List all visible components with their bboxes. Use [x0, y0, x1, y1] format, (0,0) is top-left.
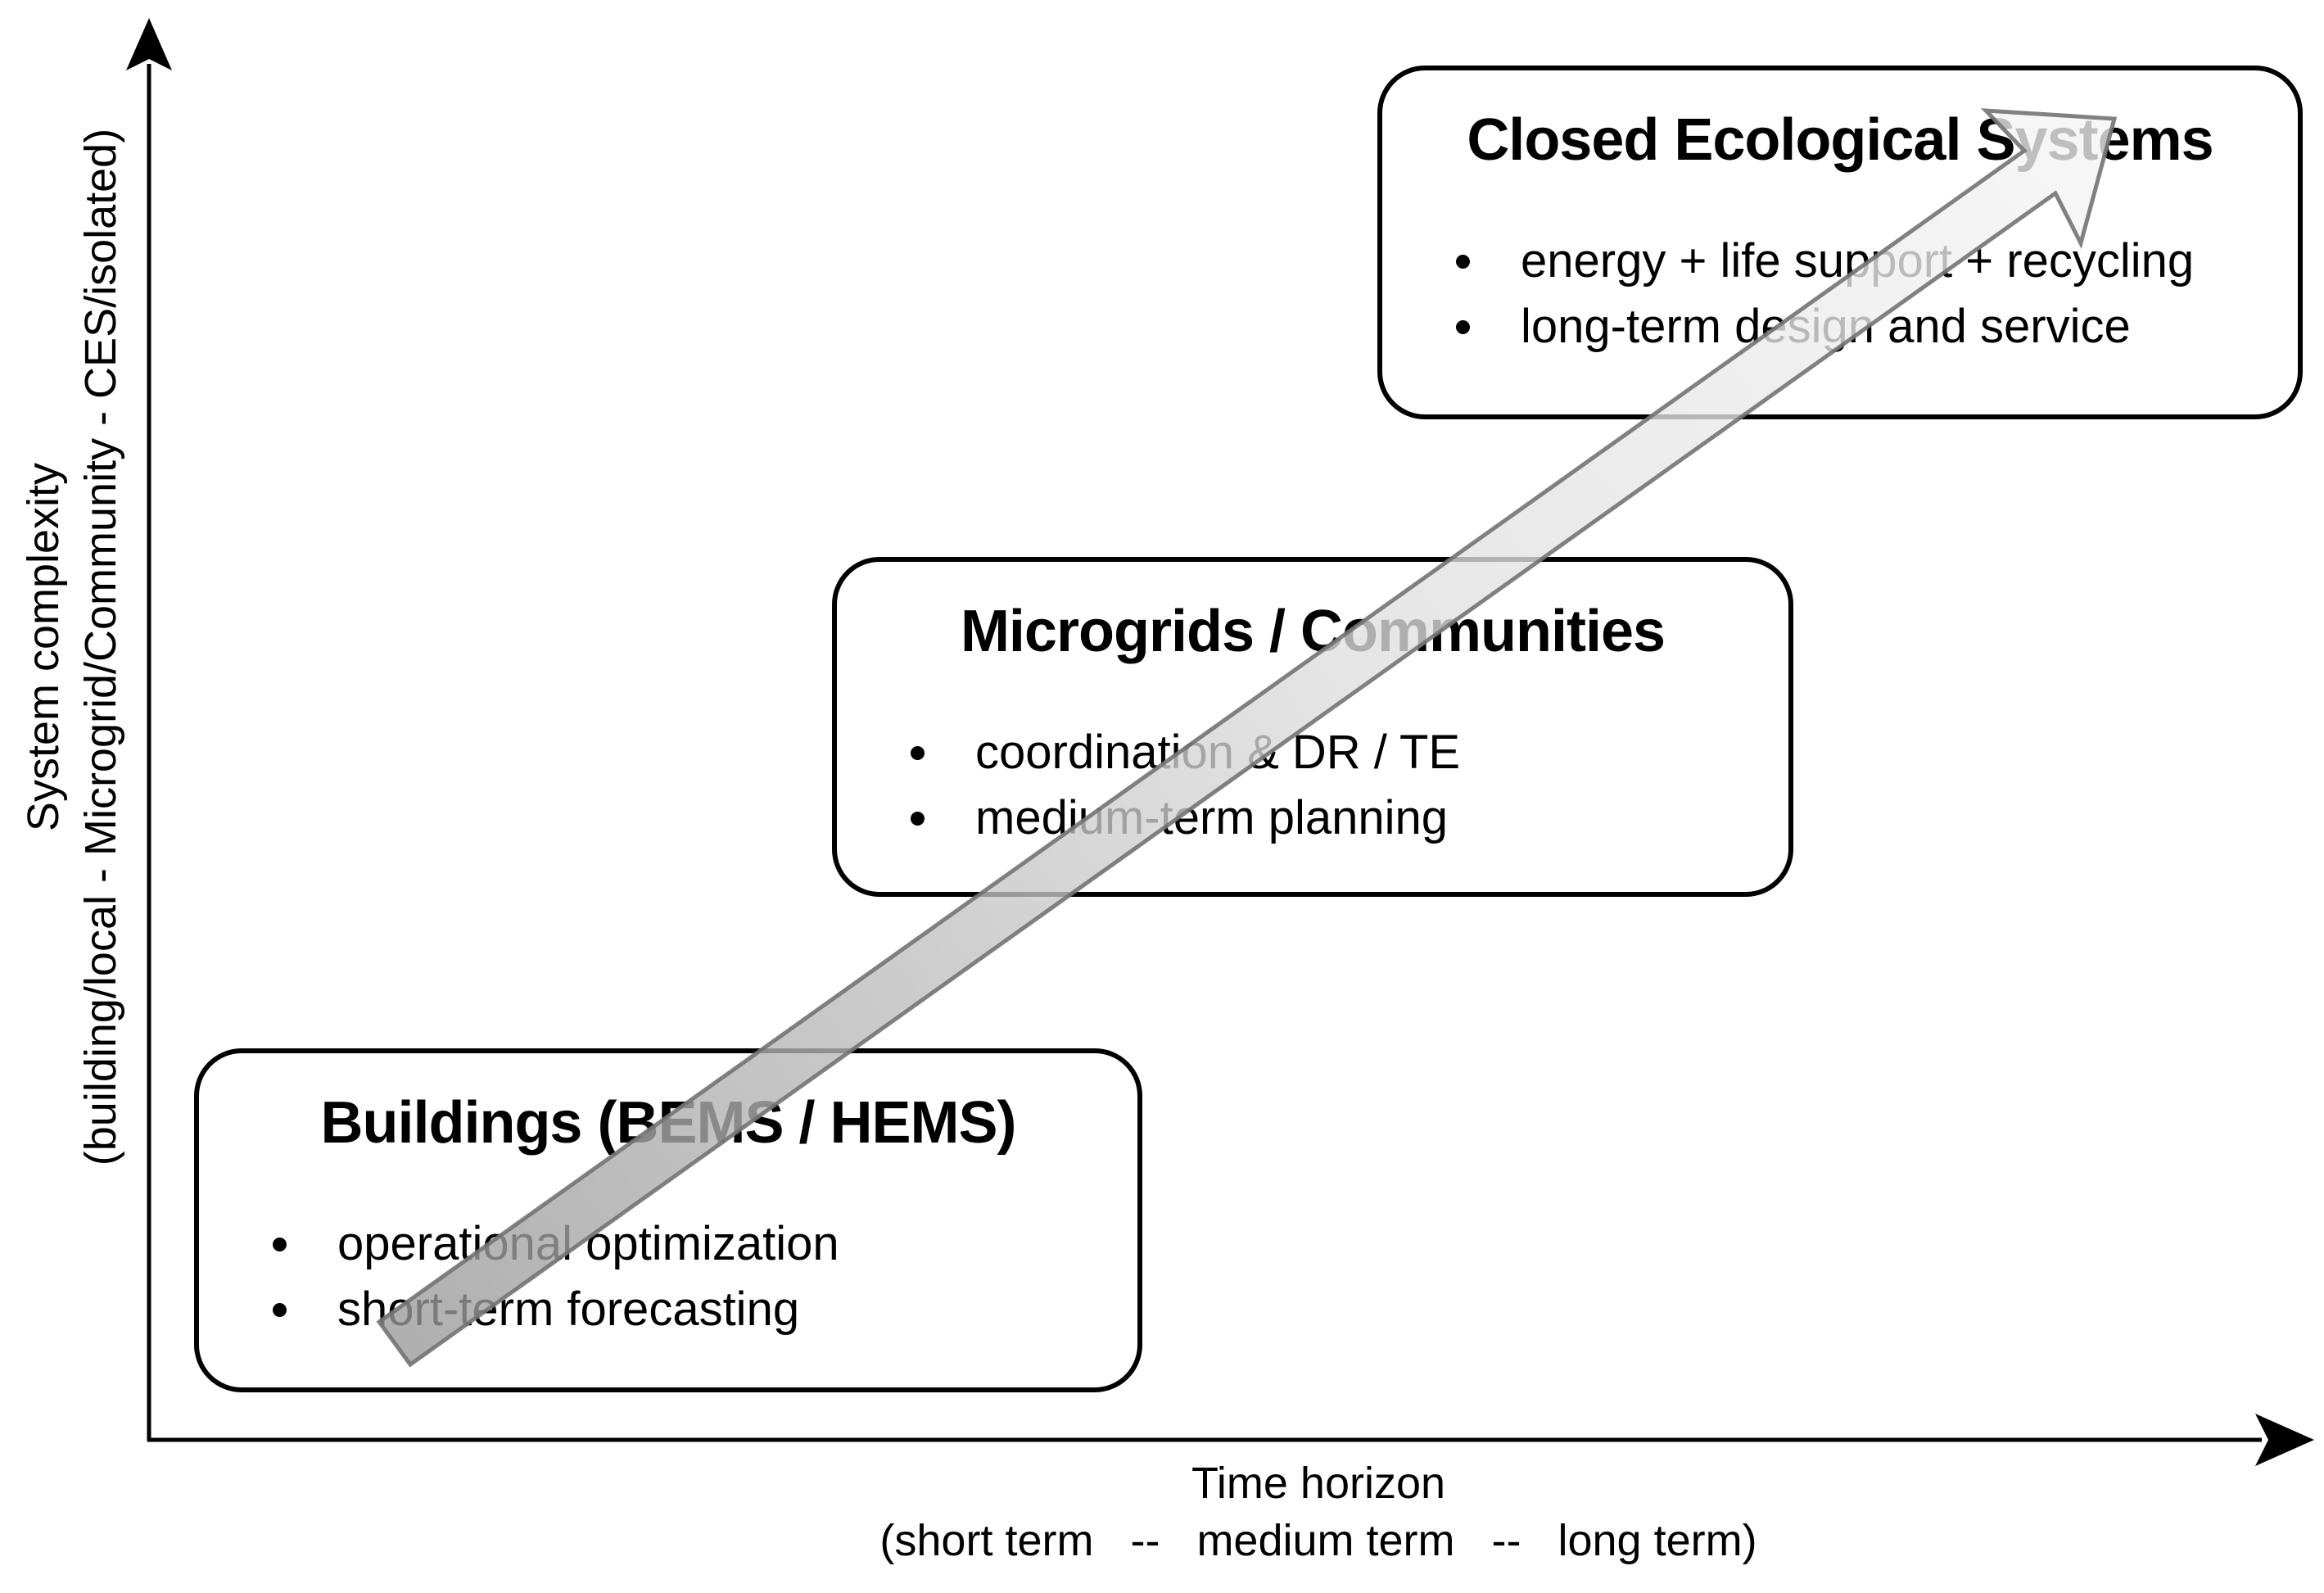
box-closed-ecological-systems: Closed Ecological Systems energy + life … [1377, 66, 2303, 419]
list-item: medium-term planning [911, 785, 1788, 851]
bullet-icon [911, 811, 925, 826]
bullet-icon [1456, 319, 1470, 334]
x-axis-arrowhead-icon [2255, 1414, 2314, 1466]
bullet-icon [1456, 254, 1470, 269]
x-axis-label: Time horizon (short term -- medium term … [745, 1456, 1892, 1568]
list-item: long-term design and service [1456, 294, 2298, 360]
box-ces-title: Closed Ecological Systems [1467, 107, 2213, 173]
bullet-text: short-term forecasting [337, 1283, 800, 1336]
box-buildings-title: Buildings (BEMS / HEMS) [320, 1090, 1017, 1156]
box-microgrids-title: Microgrids / Communities [960, 599, 1666, 664]
box-buildings: Buildings (BEMS / HEMS) operational opti… [194, 1048, 1142, 1392]
bullet-icon [273, 1237, 287, 1251]
y-axis-label-line1: System complexity [19, 462, 68, 832]
bullet-text: coordination & DR / TE [975, 726, 1461, 779]
x-axis-label-line1: Time horizon [1191, 1459, 1446, 1508]
box-buildings-bullet-list: operational optimization short-term fore… [199, 1211, 1137, 1342]
bullet-icon [273, 1302, 287, 1317]
box-microgrids: Microgrids / Communities coordination & … [832, 557, 1793, 897]
list-item: operational optimization [273, 1211, 1137, 1277]
bullet-text: operational optimization [337, 1217, 839, 1270]
bullet-text: medium-term planning [975, 791, 1449, 844]
box-microgrids-bullet-list: coordination & DR / TE medium-term plann… [837, 720, 1788, 851]
x-axis-label-line2: (short term -- medium term -- long term) [879, 1516, 1757, 1565]
bullet-icon [911, 745, 925, 760]
y-axis-label: System complexity (building/local - Micr… [15, 0, 129, 1302]
list-item: coordination & DR / TE [911, 720, 1788, 785]
box-ces-bullet-list: energy + life support + recycling long-t… [1382, 229, 2298, 360]
y-axis-arrowhead-icon [126, 18, 172, 70]
bullet-text: long-term design and service [1521, 300, 2131, 353]
y-axis-label-line2: (building/local - Microgrid/Community - … [76, 128, 125, 1166]
list-item: short-term forecasting [273, 1277, 1137, 1342]
list-item: energy + life support + recycling [1456, 229, 2298, 294]
bullet-text: energy + life support + recycling [1521, 234, 2195, 287]
